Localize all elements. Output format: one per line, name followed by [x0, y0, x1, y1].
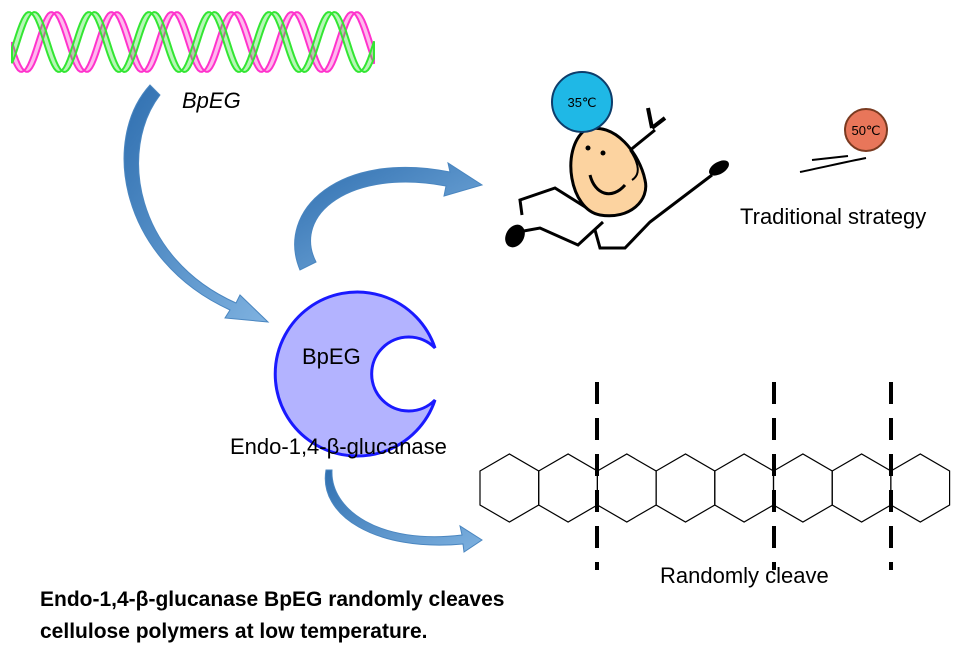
gene-label: BpEG — [182, 88, 241, 113]
cellulose-chain — [479, 453, 951, 523]
temp-high-label: 50℃ — [851, 123, 880, 138]
temp-ball-35 — [551, 71, 613, 133]
glucose-hexagon — [596, 453, 657, 523]
caption-line-2: cellulose polymers at low temperature. — [40, 620, 427, 643]
caption-line-1: Endo-1,4-β-glucanase BpEG randomly cleav… — [40, 588, 504, 611]
dna-strand — [11, 10, 375, 74]
motion-lines — [799, 155, 867, 173]
glucose-hexagon — [714, 453, 775, 523]
glucose-hexagon — [655, 453, 716, 523]
glucose-hexagon — [538, 453, 599, 523]
cleave-label: Randomly cleave — [660, 563, 829, 588]
dna-helix-icon — [11, 10, 375, 74]
arrow-gene-to-enzyme — [123, 84, 270, 323]
strategy-label: Traditional strategy — [740, 204, 926, 229]
enzyme-shape — [273, 290, 437, 458]
temp-ball-50 — [844, 108, 888, 152]
runner-figure — [505, 107, 729, 250]
glucose-hexagon — [831, 453, 892, 523]
cleave-lines — [595, 382, 893, 570]
arrow-enzyme-to-cellulose — [324, 469, 483, 553]
glucose-hexagon — [772, 453, 833, 523]
temp-low-label: 35℃ — [567, 95, 596, 110]
glucose-hexagon — [479, 453, 540, 523]
glucose-hexagon — [890, 453, 951, 523]
arrow-enzyme-to-runner — [294, 161, 484, 271]
enzyme-label: BpEG — [302, 344, 361, 369]
enzyme-full-name: Endo-1,4-β-glucanase — [230, 434, 447, 459]
